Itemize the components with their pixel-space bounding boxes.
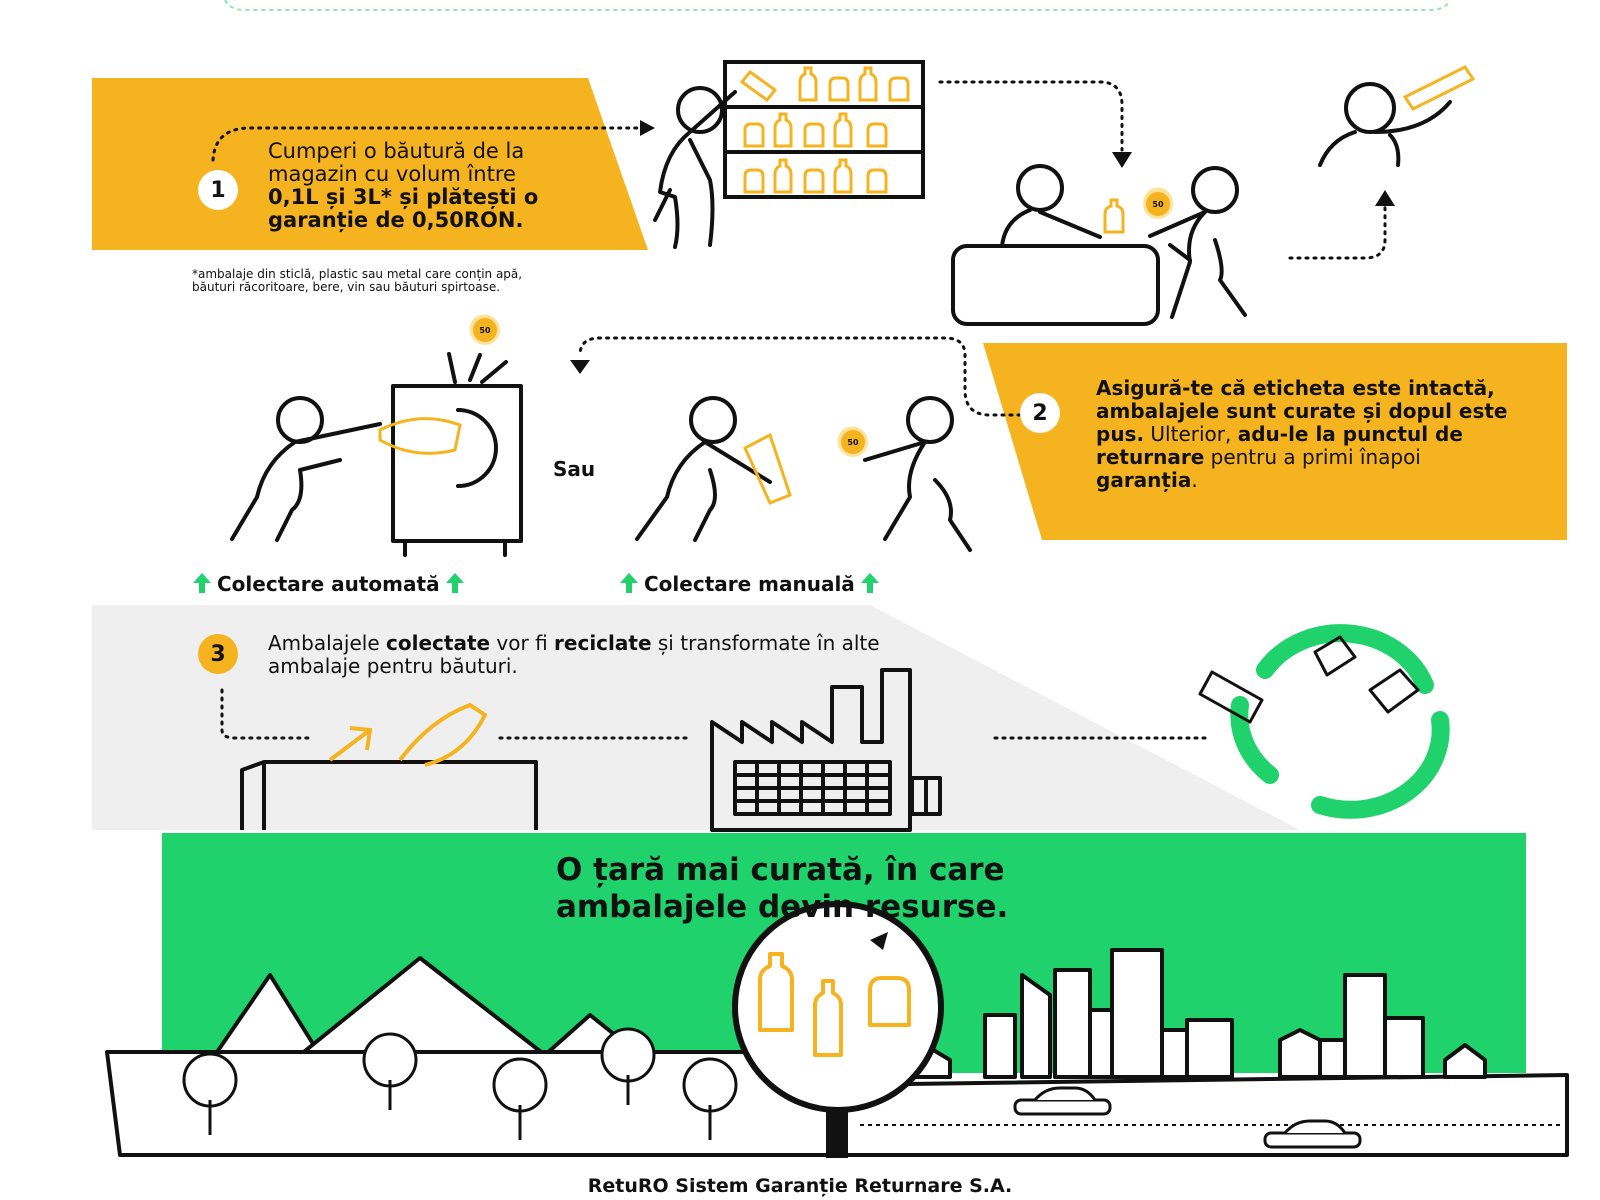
coin-value: 50 [847, 437, 859, 447]
reverse-vending-machine [230, 352, 523, 557]
landscape [105, 956, 1569, 1157]
step3-t2: vor fi [490, 631, 555, 655]
step3-t3: și transformate în alte ambalaje pentru … [268, 631, 880, 678]
step2-number: 2 [1032, 400, 1048, 426]
tagline-line2: ambalajele devin resurse. [556, 889, 1009, 925]
counter-bottle [1103, 198, 1125, 234]
arrow-up-icon [445, 573, 464, 593]
manual-collection-text: Colectare manuală [644, 572, 855, 596]
collection-bin [240, 760, 538, 830]
factory [710, 668, 942, 832]
step2-bold2: adu-le la punctul de returnare [1096, 422, 1463, 469]
step1-number: 1 [210, 177, 226, 203]
recycled-containers [1198, 635, 1420, 724]
recycle-loop [1230, 624, 1450, 819]
step2-text: Asigură-te că eticheta este intactă, amb… [1096, 377, 1526, 492]
or-label: Sau [553, 457, 596, 481]
manual-collection [635, 396, 972, 552]
step1-bold2: garanție de 0,50RON. [268, 208, 524, 232]
automatic-collection-text: Colectare automată [217, 572, 440, 596]
magnifier-bottles [758, 952, 911, 1057]
step3-band [92, 605, 1300, 830]
coin-badge-manual: 50 [838, 427, 868, 457]
coin-value: 50 [479, 325, 491, 335]
trees [182, 1027, 738, 1140]
step1-band [92, 78, 648, 250]
step1-line1: Cumperi o băutură de la [268, 139, 525, 163]
flow-arrowheads [570, 120, 1395, 374]
person-drinking [1318, 82, 1452, 167]
machine-bottle [378, 417, 462, 455]
drink-bottle [1402, 65, 1476, 111]
step3-number: 3 [210, 641, 226, 667]
step3-number-badge: 3 [198, 634, 238, 674]
coin-badge-counter: 50 [1143, 189, 1173, 219]
step1-number-badge: 1 [198, 170, 238, 210]
counter-scene [951, 164, 1247, 326]
manual-collection-label: Colectare manuală [620, 572, 879, 596]
manual-bottle [743, 432, 792, 505]
arrow-up-icon [860, 573, 879, 593]
top-frame-line [224, 0, 1451, 11]
step3-text: Ambalajele colectate vor fi reciclate și… [268, 632, 948, 678]
step2-t1: Ulterior, [1150, 422, 1238, 446]
step2-bold3: garanția [1096, 468, 1192, 492]
brand-name: RetuRO Sistem Garanție Returnare S.A. [587, 1175, 1013, 1197]
step3-t1: Ambalajele [268, 631, 387, 655]
tagline: O țară mai curată, în care ambalajele de… [556, 852, 1156, 926]
step3-bold2: reciclate [554, 631, 652, 655]
step1-bold1: 0,1L și 3L* și plătești o [268, 185, 539, 209]
step1-text: Cumperi o băutură de la magazin cu volum… [268, 140, 638, 232]
step2-bold1: Asigură-te că eticheta este intactă, amb… [1096, 376, 1508, 446]
step2-t2: pentru a primi înapoi [1204, 445, 1421, 469]
shelf-illustration [723, 60, 925, 199]
step2-number-badge: 2 [1020, 393, 1060, 433]
cars [1013, 1086, 1362, 1149]
arrow-up-icon [193, 573, 211, 593]
step2-band [983, 343, 1567, 540]
tagline-line1: O țară mai curată, în care [556, 852, 1005, 888]
shelf-bottles [739, 66, 910, 194]
coin-badge-machine: 50 [470, 315, 500, 345]
person-shelf [653, 86, 737, 249]
flow-lines [211, 80, 1387, 740]
magnifier [732, 901, 944, 1158]
step3-bold1: colectate [386, 631, 491, 655]
city-skyline [898, 948, 1487, 1079]
coin-value: 50 [1152, 199, 1164, 209]
automatic-collection-label: Colectare automată [193, 572, 464, 596]
arrow-up-icon [620, 573, 638, 593]
recycle-bottle-arrow [328, 702, 488, 767]
step1-footnote: *ambalaje din sticlă, plastic sau metal … [192, 267, 523, 294]
step1-line2: magazin cu volum între [268, 162, 516, 186]
step2-t3: . [1191, 468, 1198, 492]
